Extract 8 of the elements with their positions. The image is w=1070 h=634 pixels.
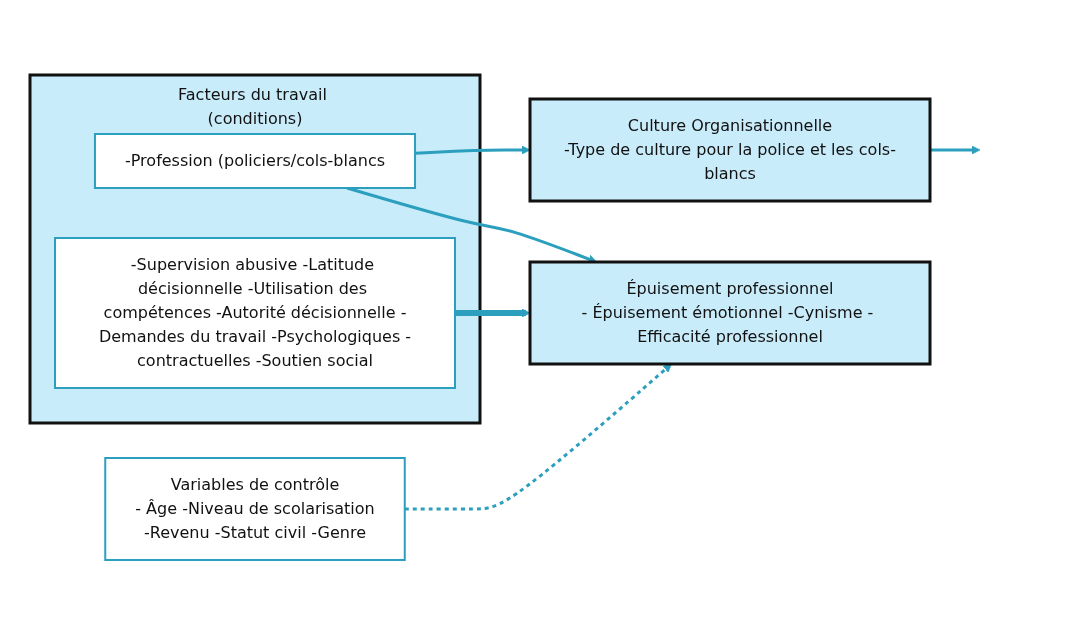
arrow xyxy=(404,363,672,510)
node-box: -Profession (policiers/cols-blancs xyxy=(93,132,417,189)
node-box: Épuisement professionnel - Épuisement émotionnel -Cynisme - Efficacité professionnel xyxy=(528,260,932,365)
arrow xyxy=(455,308,531,317)
node-box: -Supervision abusive -Latitude décisionnelle -Utilisation des compétences -Autorité décisionnelle -Demandes du travail -Psychologiques -contractuelles -Soutien social xyxy=(54,236,456,389)
node-box: Variables de contrôle - Âge -Niveau de scolarisation -Revenu -Statut civil -Genre xyxy=(104,456,406,561)
node-box: Culture Organisationnelle -Type de culture pour la police et les cols-blancs xyxy=(528,97,932,202)
arrow xyxy=(930,145,981,154)
